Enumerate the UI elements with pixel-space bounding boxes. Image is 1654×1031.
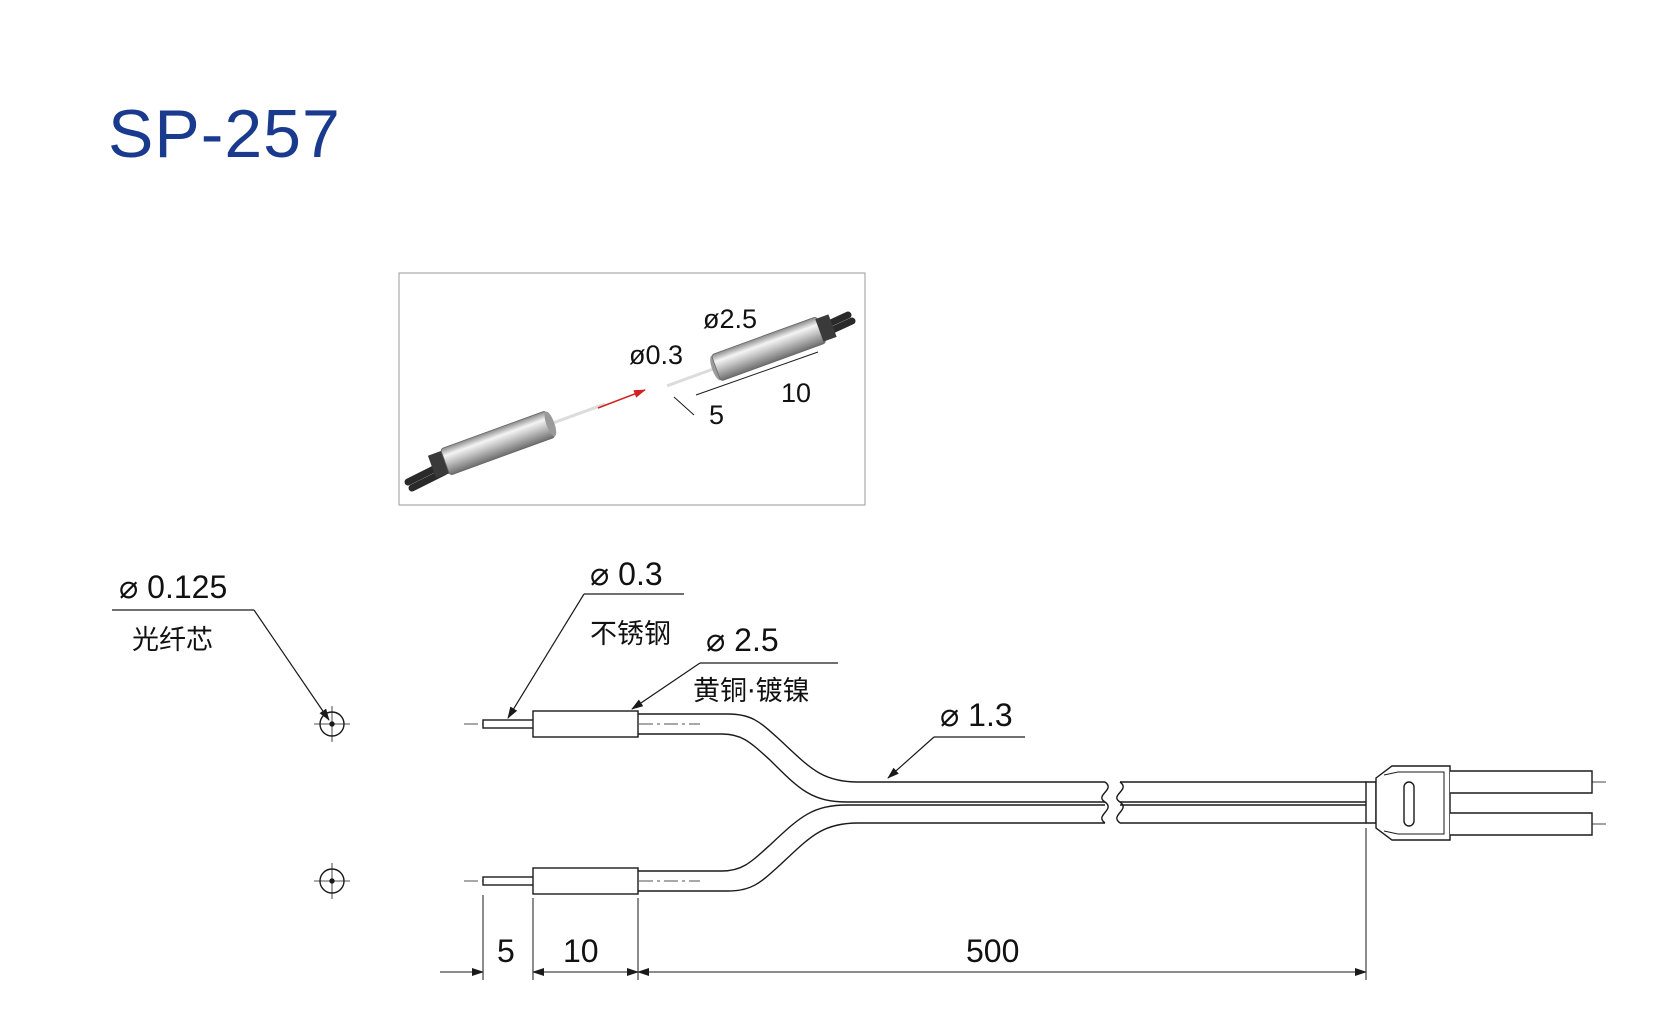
core-diameter-label: ⌀ 0.125 [119,569,227,605]
photo-left-sensor [404,402,606,492]
sleeve-diameter-label: ⌀ 2.5 [706,622,779,658]
core-material-label: 光纤芯 [132,625,213,656]
page-title: SP-257 [108,96,341,172]
sleeve-length-dimension: 10 [563,933,599,969]
photo-inset: ø2.5 ø0.3 10 5 [398,272,866,506]
lower-tip [482,876,536,886]
tip-material-label: 不锈钢 [590,619,671,650]
photo-sleeve-diameter-label: ø2.5 [703,304,757,334]
end-view [112,609,350,899]
upper-sleeve [532,710,639,738]
side-view [440,593,1606,980]
cable-length-dimension: 500 [966,933,1019,969]
sleeve-material-label: 黄铜·镀镍 [693,676,810,707]
tip-diameter-label: ⌀ 0.3 [590,556,663,592]
photo-tip-length-label: 5 [709,400,724,430]
tip-length-dimension: 5 [497,933,515,969]
photo-sleeve-length-label: 10 [781,378,811,408]
lower-cable [638,804,1105,892]
photo-tip-diameter-label: ø0.3 [629,340,683,370]
cable-diameter-label: ⌀ 1.3 [940,697,1013,733]
photo-frame [398,272,866,506]
upper-cable [638,713,1105,803]
photo-right-sensor [666,311,856,388]
cable-break [1101,781,1124,824]
lower-sleeve [532,867,639,895]
light-beam-arrow [597,389,646,409]
connector [1365,765,1606,841]
upper-tip [482,719,536,729]
